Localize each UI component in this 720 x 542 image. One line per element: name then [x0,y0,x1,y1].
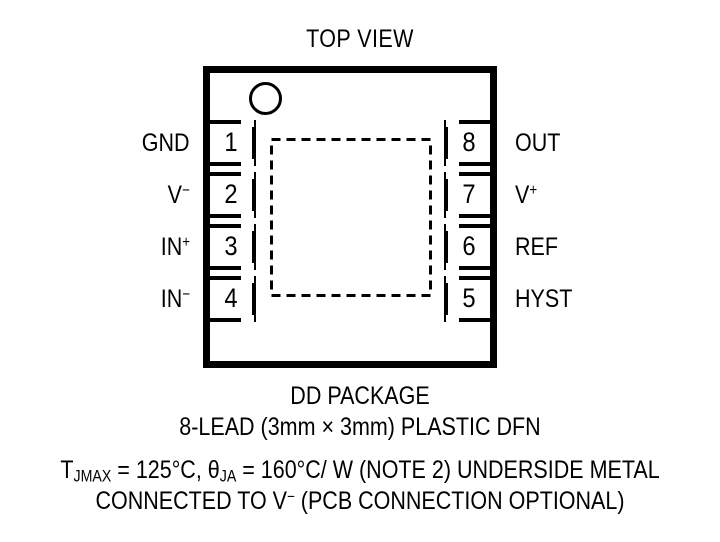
pin-number: 4 [224,282,238,313]
connection-note-post: (PCB CONNECTION OPTIONAL) [294,487,625,515]
pin-notch-top [241,171,254,179]
pin-notch-top [446,275,459,283]
pin-notch-top [241,119,254,127]
pin-number: 3 [224,230,238,261]
pin-notch-bottom [241,263,254,271]
pin-label-text: V [167,181,183,209]
pin-label-ref: REF [515,235,558,260]
connection-note-sup: − [287,488,295,506]
pin-notch-bottom [446,211,459,219]
pin-number: 1 [224,126,238,157]
pin-number: 6 [462,230,476,261]
thermal-spec-line: TJMAX = 125°C, θJA = 160°C/ W (NOTE 2) U… [50,455,669,486]
pin1-marker-circle-icon [249,82,282,115]
pin-label-text: HYST [515,285,573,313]
pin-5[interactable]: 5 [444,275,490,323]
pin-6[interactable]: 6 [444,223,490,271]
pin-label-sup: − [182,285,190,303]
pin-notch-bottom [241,159,254,167]
pin-label-sup: + [529,181,538,199]
tjmax-subscript: JMAX [73,467,112,486]
pin-notch-top [446,119,459,127]
pin-3[interactable]: 3 [210,223,256,271]
pin-label-sup: − [182,181,190,199]
tjmax-value: = 125°C, [111,456,208,484]
pin-7[interactable]: 7 [444,171,490,219]
pin-notch-bottom [446,315,459,323]
pin-notch-bottom [446,159,459,167]
pin-notch-top [446,223,459,231]
page-title: TOP VIEW [306,25,414,53]
theta-value: = 160°C/ W (NOTE 2) UNDERSIDE METAL [236,456,660,484]
connection-note-line: CONNECTED TO V− (PCB CONNECTION OPTIONAL… [50,486,669,517]
pin-4[interactable]: 4 [210,275,256,323]
pin-label-hyst: HYST [515,287,572,312]
pin-label-inplus: IN+ [161,235,190,260]
theta-subscript: JA [219,467,237,486]
package-caption: DD PACKAGE 8-LEAD (3mm × 3mm) PLASTIC DF… [0,381,720,517]
pin-label-text: GND [142,129,190,157]
pin-number: 2 [224,178,238,209]
pin-label-text: IN [160,285,183,313]
pin-notch-top [446,171,459,179]
pin-number: 5 [462,282,476,313]
pin-label-text: IN [160,233,183,261]
pin-label-sup: + [182,233,190,251]
package-name: DD PACKAGE [290,382,430,410]
tjmax-symbol: T [60,456,74,484]
pin-label-inminus: IN− [161,287,190,312]
pin-label-gnd: GND [142,131,190,156]
pin-notch-top [241,275,254,283]
pin-notch-top [241,223,254,231]
pin-label-out: OUT [515,131,560,156]
pin-notch-bottom [241,315,254,323]
pin-2[interactable]: 2 [210,171,256,219]
package-description: 8-LEAD (3mm × 3mm) PLASTIC DFN [179,413,541,441]
connection-note-pre: CONNECTED TO V [95,487,288,515]
pin-label-text: OUT [515,129,561,157]
pin-label-vminus: V− [168,183,190,208]
pin-number: 7 [462,178,476,209]
theta-symbol: θ [207,456,220,484]
pin-1[interactable]: 1 [210,119,256,167]
pin-label-text: REF [515,233,558,261]
pin-8[interactable]: 8 [444,119,490,167]
pin-label-text: V [515,181,530,209]
pin-number: 8 [462,126,476,157]
exposed-pad-outline [270,138,432,297]
pin-notch-bottom [241,211,254,219]
pin-notch-bottom [446,263,459,271]
pin-label-vplus: V+ [515,183,537,208]
